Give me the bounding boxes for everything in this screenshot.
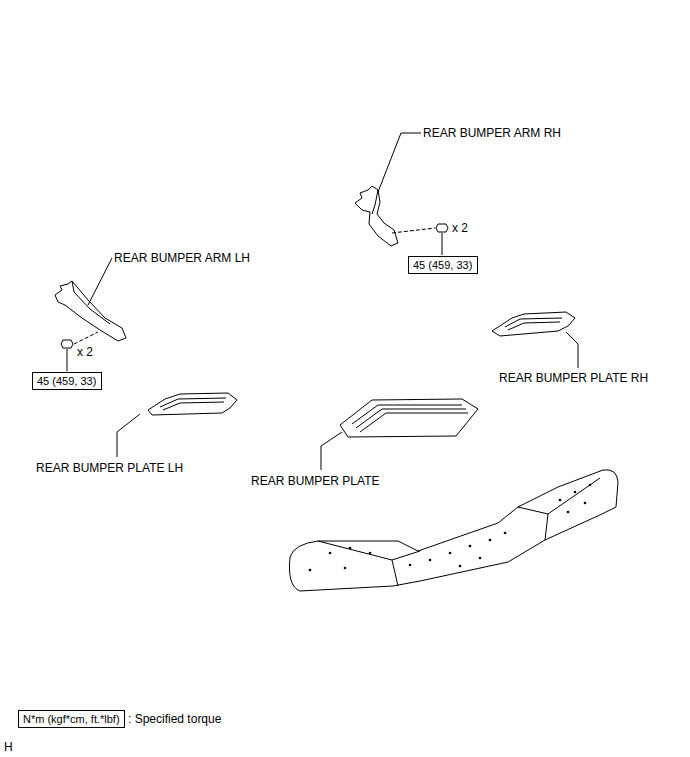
bumper-plate-rh <box>492 312 575 336</box>
bumper-arm-rh <box>355 186 398 246</box>
box-text: 45 (459, 33) <box>37 374 97 388</box>
bumper-arm-lh <box>55 281 126 341</box>
part-name: REAR BUMPER ARM LH <box>114 251 250 265</box>
torque-box: 45 (459, 33) <box>408 256 478 274</box>
bolt-rh <box>436 224 448 232</box>
leader-line <box>88 258 112 305</box>
leader-line <box>442 233 443 255</box>
figure-code: H <box>4 740 13 754</box>
part-name: REAR BUMPER PLATE LH <box>36 461 183 475</box>
torque-box: 45 (459, 33) <box>32 372 102 390</box>
box-text: 45 (459, 33) <box>413 258 473 272</box>
legend-text: : Specified torque <box>128 712 221 726</box>
leader-line <box>67 349 68 371</box>
part-name: REAR BUMPER PLATE <box>251 474 379 488</box>
leader-line <box>321 432 342 470</box>
leader-line <box>378 133 421 192</box>
install-line <box>392 228 435 233</box>
quantity: x 2 <box>77 345 93 359</box>
legend-unit-box: N*m (kgf*cm, ft.*lbf) <box>18 710 125 728</box>
leader-line <box>117 414 140 457</box>
install-line <box>74 332 98 344</box>
box-text: N*m (kgf*cm, ft.*lbf) <box>23 712 120 726</box>
bolt-lh <box>61 340 73 348</box>
leader-line <box>566 332 578 368</box>
quantity: x 2 <box>452 221 468 235</box>
part-name: REAR BUMPER ARM RH <box>423 126 561 140</box>
bumper-plate <box>340 399 478 437</box>
bumper-plate-lh <box>148 393 237 415</box>
part-name: REAR BUMPER PLATE RH <box>499 371 648 385</box>
